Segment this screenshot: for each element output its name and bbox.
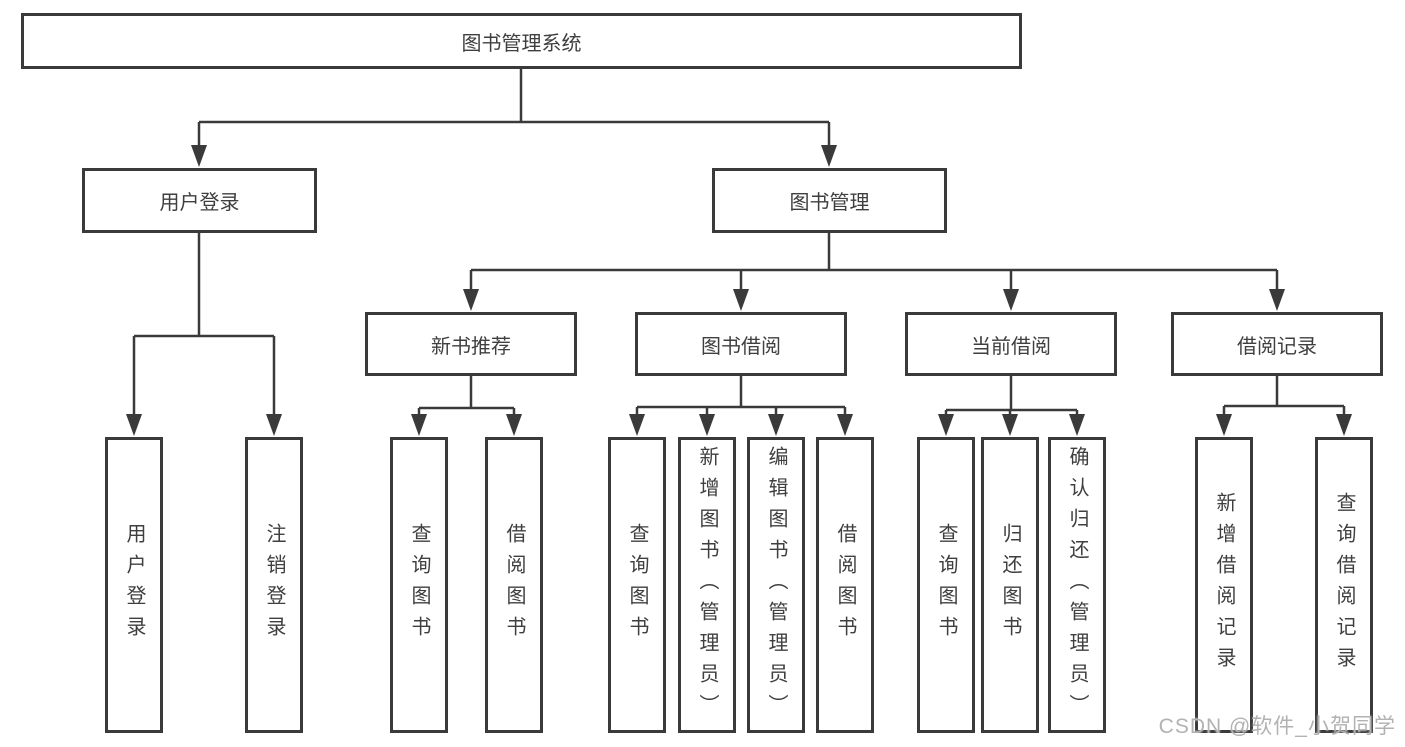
leaf-logout: 注销登录 [245,437,303,733]
leaf-query-borrow-record-label: 查询借阅记录 [1333,492,1355,678]
node-book-management-label: 图书管理 [789,192,870,214]
node-borrow-records-label: 借阅记录 [1237,335,1317,358]
leaf-borrow-books: 借阅图书 [816,437,874,733]
leaf-return-book: 归还图书 [981,437,1039,733]
csdn-watermark: CSDN @软件_小贺同学 [1158,715,1396,738]
node-new-book-recommend-label: 新书推荐 [431,335,511,358]
node-root: 图书管理系统 [21,13,1022,69]
leaf-edit-book-admin-label: 编辑图书（管理员） [765,445,787,725]
leaf-query-books-borrow: 查询图书 [608,437,666,733]
node-book-management: 图书管理 [712,168,947,233]
leaf-add-book-admin: 新增图书（管理员） [678,437,736,733]
node-user-login-label: 用户登录 [159,192,240,214]
node-current-borrow: 当前借阅 [905,312,1117,376]
leaf-logout-label: 注销登录 [263,523,285,647]
leaf-query-books-recommend-label: 查询图书 [408,523,430,647]
leaf-borrow-books-recommend: 借阅图书 [485,437,543,733]
leaf-confirm-return-admin: 确认归还（管理员） [1048,437,1106,733]
leaf-return-book-label: 归还图书 [999,523,1021,647]
leaf-query-books-current-label: 查询图书 [935,523,957,647]
leaf-borrow-books-recommend-label: 借阅图书 [503,523,525,647]
node-new-book-recommend: 新书推荐 [365,312,577,376]
node-current-borrow-label: 当前借阅 [971,335,1051,358]
leaf-add-borrow-record: 新增借阅记录 [1195,437,1253,733]
node-user-login: 用户登录 [82,168,317,233]
leaf-user-login-label: 用户登录 [123,523,145,647]
leaf-add-book-admin-label: 新增图书（管理员） [696,445,718,725]
leaf-user-login: 用户登录 [105,437,163,733]
leaf-confirm-return-admin-label: 确认归还（管理员） [1066,445,1088,725]
node-borrow-records: 借阅记录 [1171,312,1383,376]
leaf-query-books-current: 查询图书 [917,437,975,733]
leaf-query-borrow-record: 查询借阅记录 [1315,437,1373,733]
node-book-borrow-label: 图书借阅 [701,335,781,358]
leaf-borrow-books-label: 借阅图书 [834,523,856,647]
leaf-query-books-borrow-label: 查询图书 [626,523,648,647]
leaf-edit-book-admin: 编辑图书（管理员） [747,437,805,733]
node-root-label: 图书管理系统 [461,32,582,55]
leaf-query-books-recommend: 查询图书 [390,437,448,733]
node-book-borrow: 图书借阅 [635,312,847,376]
leaf-add-borrow-record-label: 新增借阅记录 [1213,492,1235,678]
